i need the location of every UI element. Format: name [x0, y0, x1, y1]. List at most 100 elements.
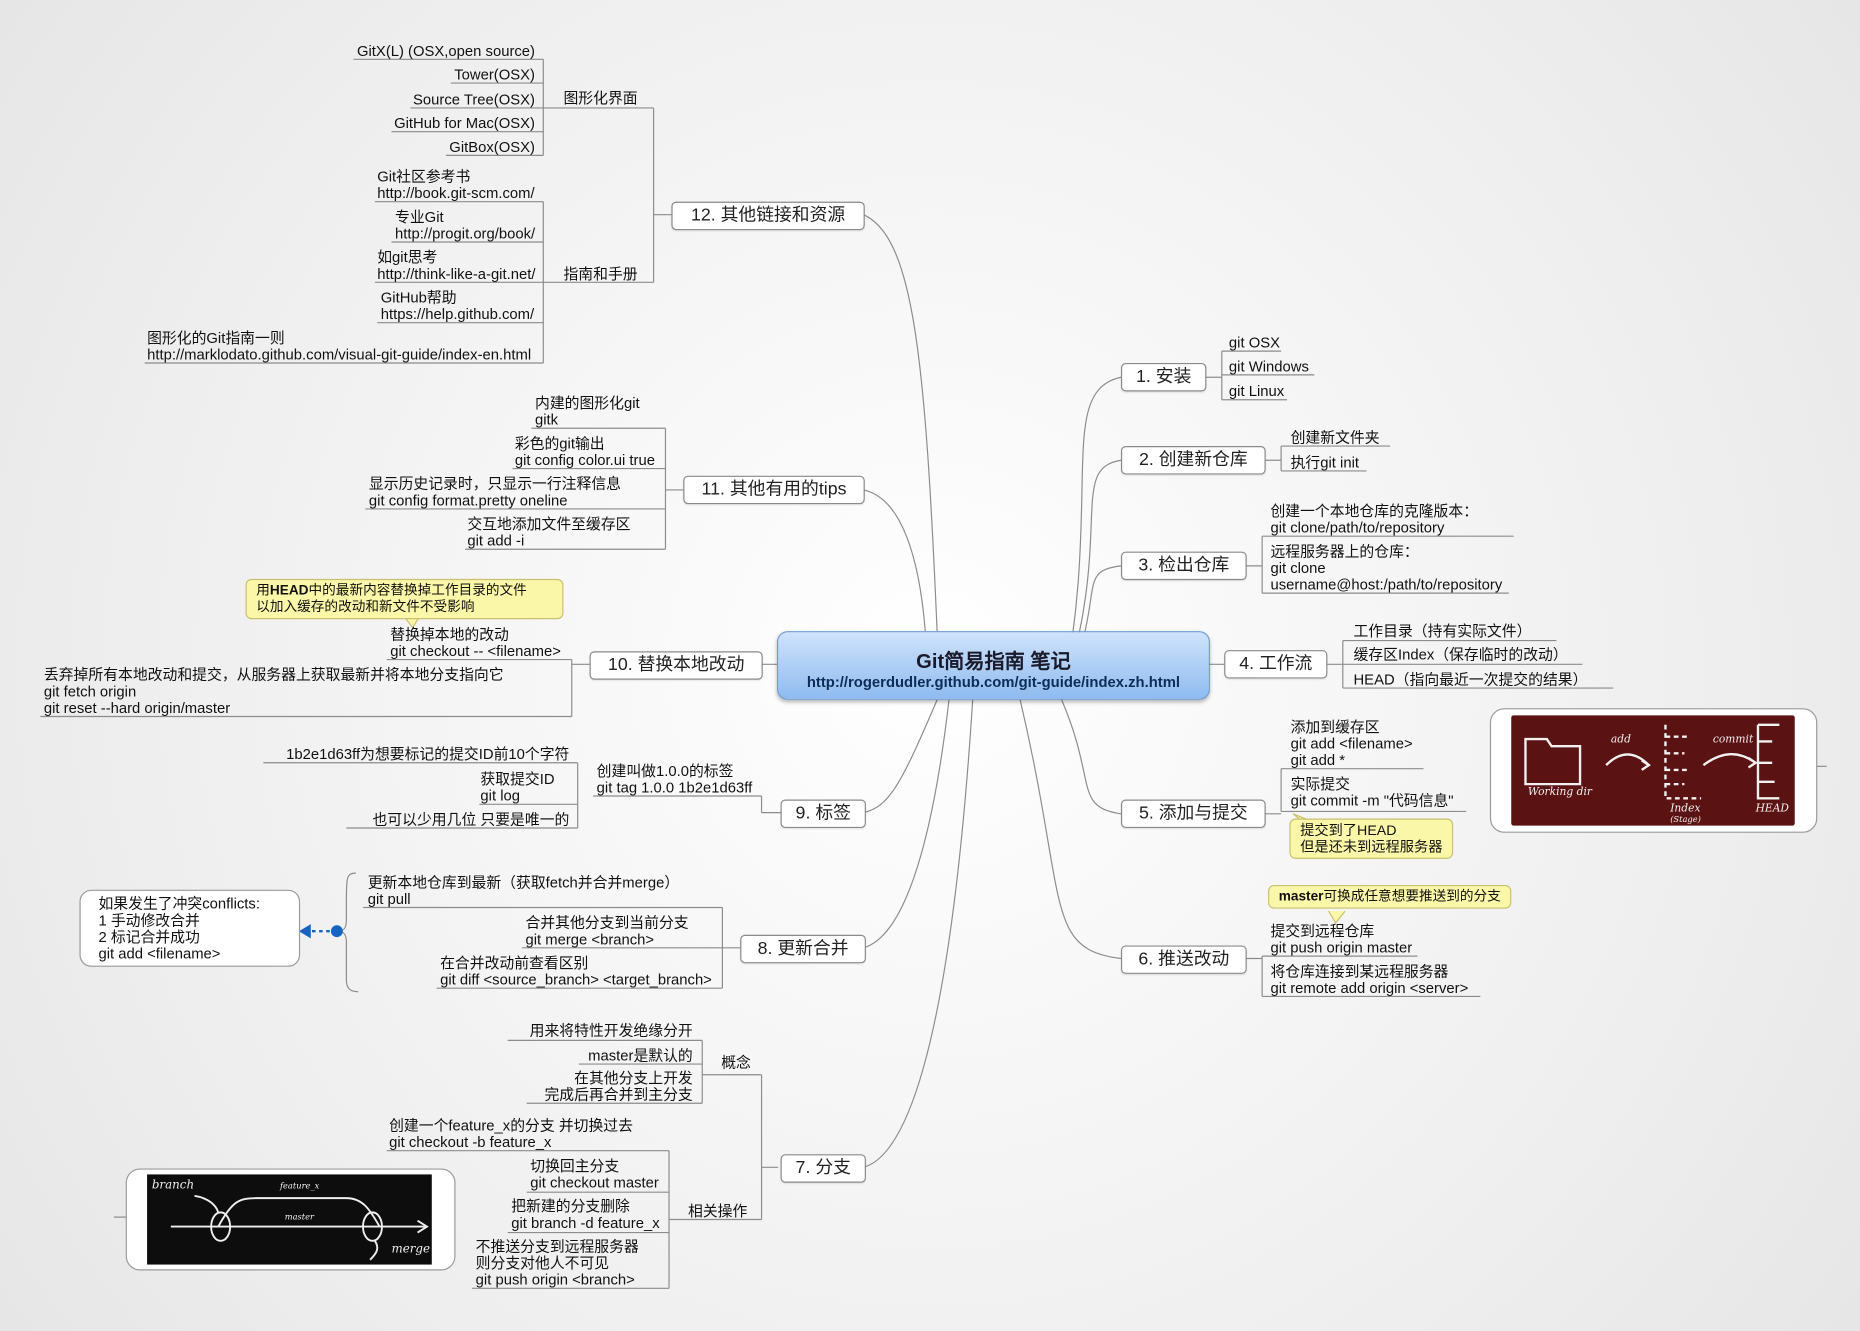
head-callout[interactable]: 提交到了HEAD 但是还未到远程服务器: [1289, 818, 1454, 859]
tag-id-desc[interactable]: 1b2e1d63ff为想要标记的提交ID前10个字符: [286, 746, 570, 763]
op-push-note: 则分支对他人不可见: [475, 1255, 610, 1272]
guide-think-like-git[interactable]: 如git思考 http://think-like-a-git.net/: [377, 249, 535, 282]
conflict-title: 如果发生了冲突conflicts:: [98, 895, 260, 913]
remote-cmd: git remote add origin <server>: [1270, 979, 1469, 997]
guides-label[interactable]: 指南和手册: [563, 265, 638, 283]
git-diff[interactable]: 在合并改动前查看区别 git diff <source_branch> <tar…: [440, 955, 712, 988]
guide-github-help[interactable]: GitHub帮助 https://help.github.com/: [381, 289, 534, 322]
guide-progit-title: 专业Git: [395, 208, 444, 226]
tip-gitk[interactable]: 内建的图形化git gitk: [535, 395, 640, 428]
reset-hard[interactable]: 丢弃掉所有本地改动和提交，从服务器上获取最新并将本地分支指向它 git fetc…: [44, 667, 504, 717]
install-osx[interactable]: git OSX: [1228, 334, 1281, 352]
gui-label[interactable]: 图形化界面: [563, 90, 638, 107]
topic-workflow[interactable]: 4. 工作流: [1224, 650, 1328, 679]
topic-install[interactable]: 1. 安装: [1120, 362, 1207, 392]
add-to-index[interactable]: 添加到缓存区 git add <filename> git add *: [1291, 719, 1413, 769]
pull-cmd: git pull: [367, 890, 411, 908]
branch-ops-label[interactable]: 相关操作: [688, 1202, 748, 1220]
topic-checkout-repo[interactable]: 3. 检出仓库: [1120, 551, 1247, 581]
topic-add-commit[interactable]: 5. 添加与提交: [1120, 799, 1266, 829]
op-switch-master[interactable]: 切换回主分支 git checkout master: [530, 1158, 659, 1191]
central-topic[interactable]: Git简易指南 笔记 http://rogerdudler.github.com…: [776, 631, 1210, 700]
create-folder[interactable]: 创建新文件夹: [1290, 429, 1380, 447]
conflict-note[interactable]: 如果发生了冲突conflicts: 1 手动修改合并 2 标记合并成功 git …: [79, 889, 301, 967]
clone-remote-cmd: git clone: [1270, 559, 1326, 577]
git-log[interactable]: 获取提交ID git log: [480, 771, 554, 804]
tip-color[interactable]: 彩色的git输出 git config color.ui true: [515, 435, 655, 468]
head-replace-b: 以加入缓存的改动和新文件不受影响: [256, 600, 475, 615]
workflow-working-dir[interactable]: 工作目录（持有实际文件）: [1353, 622, 1532, 640]
diff-desc: 在合并改动前查看区别: [440, 954, 589, 972]
guide-progit-url: http://progit.org/book/: [395, 225, 536, 242]
head-callout-line1: 提交到了HEAD: [1300, 822, 1397, 839]
master-callout-text: 可换成任意想要推送到的分支: [1323, 889, 1501, 904]
central-url[interactable]: http://rogerdudler.github.com/git-guide/…: [806, 673, 1181, 691]
op-delete-branch[interactable]: 把新建的分支删除 git branch -d feature_x: [511, 1198, 659, 1231]
op-create-cmd: git checkout -b feature_x: [389, 1134, 552, 1151]
head-label: HEAD: [1755, 803, 1789, 815]
head-replace-callout[interactable]: 用HEAD中的最新内容替换掉工作目录的文件 以加入缓存的改动和新文件不受影响: [245, 578, 564, 620]
op-push-branch[interactable]: 不推送分支到远程服务器 则分支对他人不可见 git push origin <b…: [476, 1238, 639, 1288]
guide-visual-title: 图形化的Git指南一则: [147, 329, 285, 347]
branch-sketch-drawing: [170, 1194, 429, 1261]
tip-oneline-desc: 显示历史记录时，只显示一行注释信息: [368, 475, 622, 493]
guide-progit[interactable]: 专业Git http://progit.org/book/: [395, 209, 535, 242]
workflow-image[interactable]: Working dir add Index (Stage) commit HEA…: [1489, 708, 1818, 833]
branch-label: branch: [151, 1179, 195, 1193]
op-create-branch[interactable]: 创建一个feature_x的分支 并切换过去 git checkout -b f…: [389, 1117, 633, 1150]
master-label: master: [284, 1212, 315, 1222]
git-merge[interactable]: 合并其他分支到当前分支 git merge <branch>: [525, 915, 688, 948]
push-cmd: git push origin master: [1270, 939, 1413, 957]
topic-useful-tips[interactable]: 11. 其他有用的tips: [683, 475, 865, 505]
gui-sourcetree[interactable]: Source Tree(OSX): [413, 91, 535, 108]
workflow-head[interactable]: HEAD（指向最近一次提交的结果）: [1353, 671, 1588, 689]
conflict-cmd: git add <filename>: [98, 945, 221, 963]
guide-visual-url: http://marklodato.github.com/visual-git-…: [147, 346, 532, 363]
branch-concept-label[interactable]: 概念: [721, 1054, 751, 1072]
branch-image[interactable]: branch feature_x master merge: [125, 1168, 456, 1271]
topic-create-repo[interactable]: 2. 创建新仓库: [1120, 446, 1266, 475]
tip-oneline[interactable]: 显示历史记录时，只显示一行注释信息 git config format.pret…: [369, 476, 621, 509]
master-callout[interactable]: master可换成任意想要推送到的分支: [1268, 884, 1512, 909]
op-create-desc: 创建一个feature_x的分支 并切换过去: [389, 1117, 633, 1135]
commit-cmd: git commit -m "代码信息": [1290, 792, 1454, 810]
git-tag[interactable]: 创建叫做1.0.0的标签 git tag 1.0.0 1b2e1d63ff: [597, 763, 753, 796]
concept-merge-back: 完成后再合并到主分支: [544, 1086, 693, 1104]
remote-desc: 将仓库连接到某远程服务器: [1270, 963, 1449, 980]
guide-community-book[interactable]: Git社区参考书 http://book.git-scm.com/: [377, 168, 534, 201]
checkout-file[interactable]: 替换掉本地的改动 git checkout -- <filename>: [390, 626, 561, 659]
workflow-index[interactable]: 缓存区Index（保存临时的改动）: [1353, 646, 1568, 664]
topic-branch[interactable]: 7. 分支: [780, 1154, 866, 1183]
topic-links-resources[interactable]: 12. 其他链接和资源: [671, 201, 865, 231]
install-windows[interactable]: git Windows: [1228, 358, 1309, 375]
git-pull[interactable]: 更新本地仓库到最新（获取fetch并合并merge） git pull: [368, 874, 679, 907]
clone-remote-path: username@host:/path/to/repository: [1270, 576, 1503, 594]
workflow-sketch: Working dir add Index (Stage) commit HEA…: [1511, 715, 1795, 826]
concept-isolate[interactable]: 用来将特性开发绝缘分开: [529, 1022, 693, 1040]
gui-gitbox[interactable]: GitBox(OSX): [449, 138, 535, 156]
guide-visual-git[interactable]: 图形化的Git指南一则 http://marklodato.github.com…: [147, 330, 531, 363]
topic-push[interactable]: 6. 推送改动: [1120, 945, 1247, 974]
working-dir-label: Working dir: [1527, 786, 1592, 799]
feature-x-label: feature_x: [279, 1181, 320, 1192]
topic-tag[interactable]: 9. 标签: [780, 799, 866, 829]
clone-local[interactable]: 创建一个本地仓库的克隆版本： git clone/path/to/reposit…: [1270, 503, 1478, 536]
tag-short-id[interactable]: 也可以少用几位 只要是唯一的: [372, 811, 570, 829]
gui-gitx[interactable]: GitX(L) (OSX,open source): [356, 42, 535, 60]
install-linux[interactable]: git Linux: [1228, 383, 1285, 400]
clone-remote[interactable]: 远程服务器上的仓库： git clone username@host:/path…: [1270, 543, 1502, 593]
topic-replace-local[interactable]: 10. 替换本地改动: [589, 651, 763, 680]
concept-master-default[interactable]: master是默认的: [588, 1047, 693, 1065]
tip-add-interactive[interactable]: 交互地添加文件至缓存区 git add -i: [467, 516, 630, 549]
remote-add[interactable]: 将仓库连接到某远程服务器 git remote add origin <serv…: [1270, 963, 1468, 996]
master-callout-bold: master: [1278, 889, 1324, 904]
gui-github-mac[interactable]: GitHub for Mac(OSX): [394, 115, 535, 132]
merge-label: merge: [391, 1243, 431, 1257]
gui-tower[interactable]: Tower(OSX): [454, 66, 535, 84]
commit-desc: 实际提交: [1290, 775, 1350, 793]
commit[interactable]: 实际提交 git commit -m "代码信息": [1291, 776, 1454, 809]
push-origin[interactable]: 提交到远程仓库 git push origin master: [1270, 923, 1412, 956]
concept-develop-merge[interactable]: 在其他分支上开发 完成后再合并到主分支: [544, 1070, 692, 1103]
topic-update-merge[interactable]: 8. 更新合并: [740, 934, 866, 964]
git-init[interactable]: 执行git init: [1290, 454, 1360, 471]
